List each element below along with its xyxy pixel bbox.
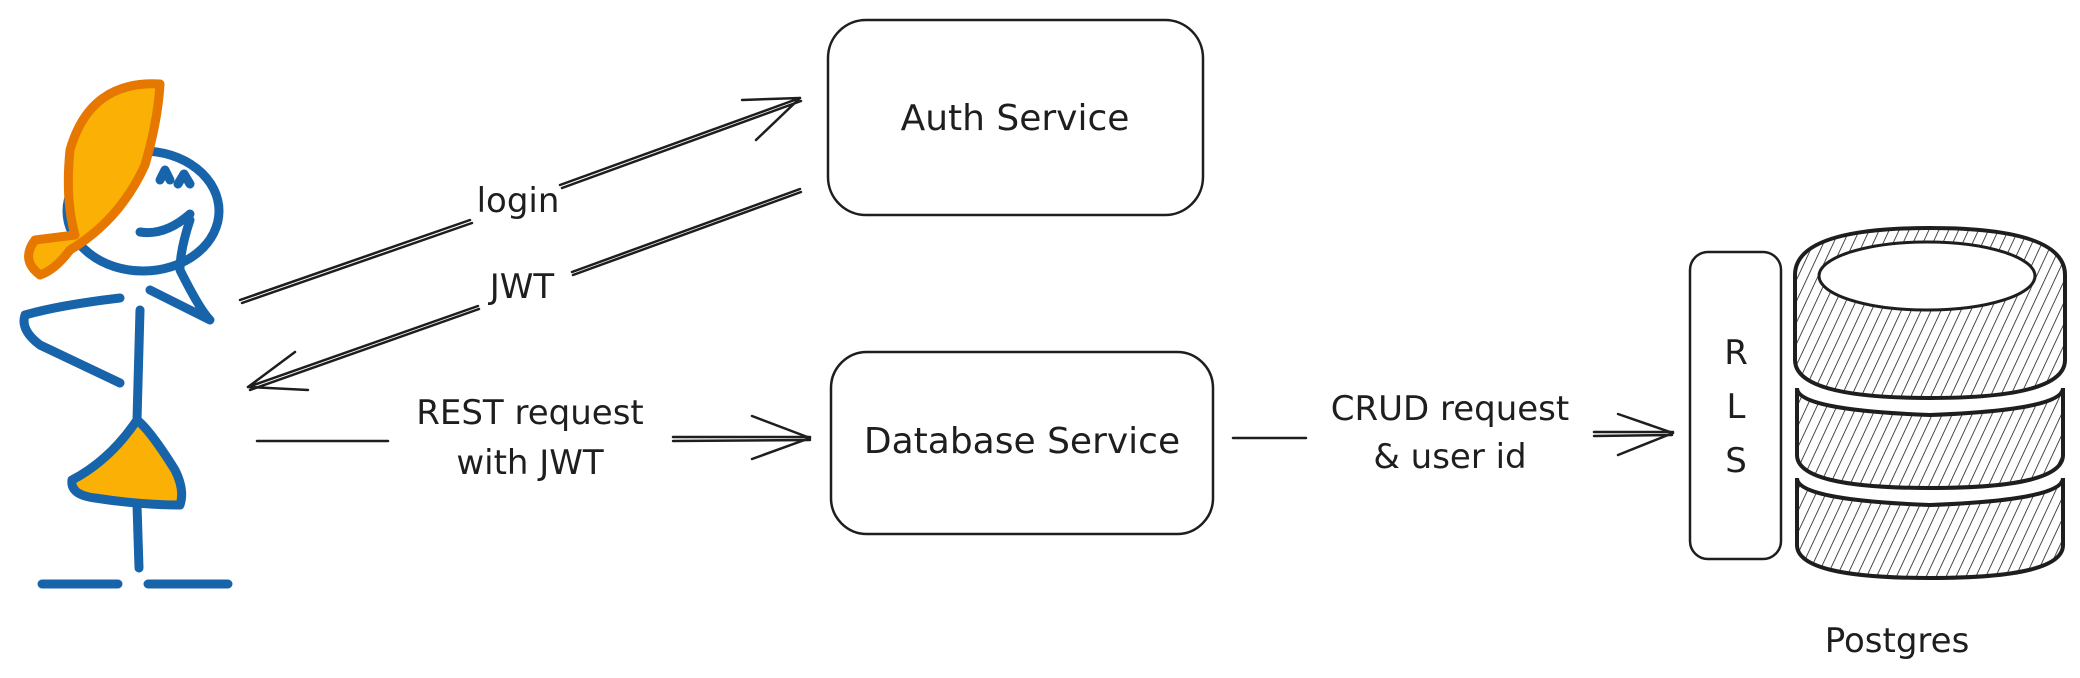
login-arrow: login: [238, 96, 803, 305]
jwt-arrow: JWT: [246, 187, 803, 392]
rls-letter-l: L: [1727, 387, 1746, 427]
rest-request-label-line1: REST request: [416, 393, 644, 433]
crud-request-arrow: CRUD request & user id: [1231, 389, 1675, 477]
rls-letter-s: S: [1725, 441, 1747, 481]
login-label: login: [477, 181, 560, 221]
postgres-label: Postgres: [1825, 621, 1970, 661]
rest-request-label-line2: with JWT: [456, 443, 604, 483]
person-figure-icon: [19, 79, 233, 589]
crud-request-label-line1: CRUD request: [1331, 389, 1569, 429]
database-cylinder-icon: [1793, 225, 2067, 581]
auth-service-node: Auth Service: [826, 18, 1205, 217]
auth-service-label: Auth Service: [901, 98, 1130, 139]
jwt-label: JWT: [488, 267, 555, 307]
rls-node: R L S: [1688, 250, 1783, 561]
rest-request-arrow: REST request with JWT: [255, 393, 812, 483]
crud-request-label-line2: & user id: [1373, 437, 1526, 477]
database-service-node: Database Service: [829, 350, 1215, 536]
database-service-label: Database Service: [864, 421, 1180, 462]
rls-letter-r: R: [1724, 333, 1748, 373]
